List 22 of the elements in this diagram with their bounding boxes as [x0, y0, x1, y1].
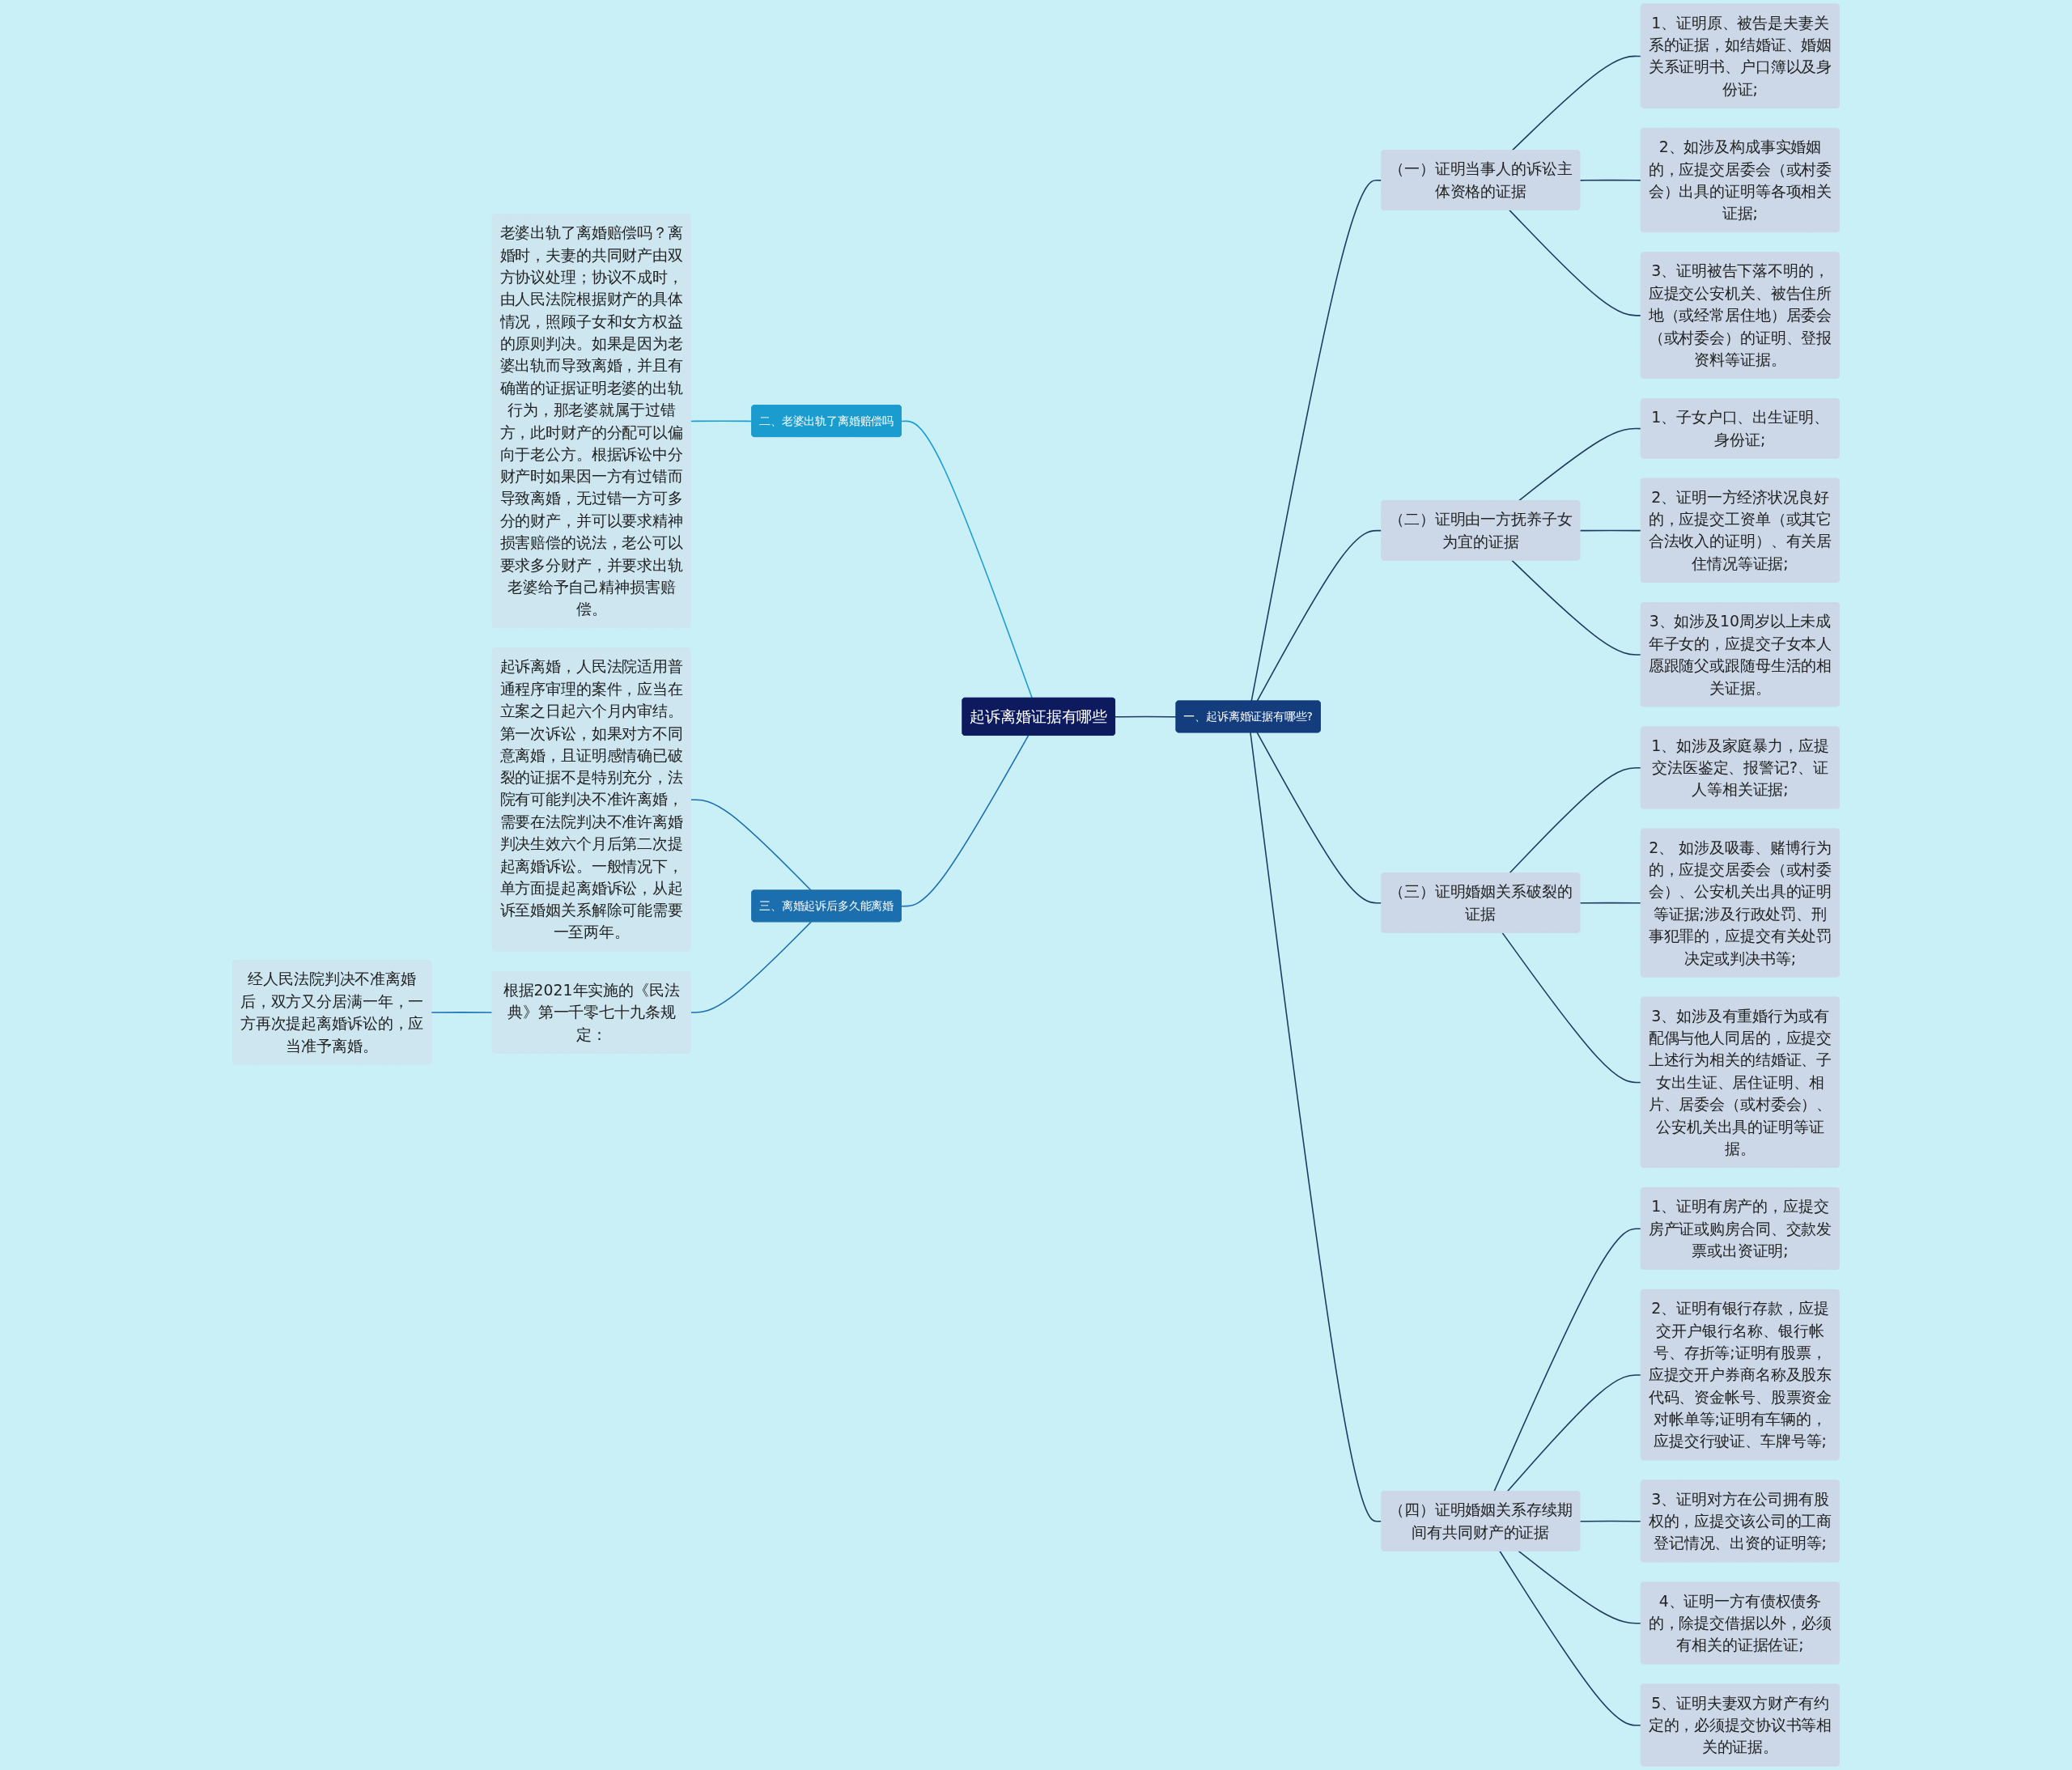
connector	[1518, 1550, 1642, 1624]
connector	[1506, 1374, 1642, 1492]
connector	[690, 921, 812, 1013]
connector	[1579, 529, 1642, 532]
connector	[1518, 427, 1642, 502]
connector	[1579, 179, 1642, 181]
connector	[901, 735, 1030, 907]
connector	[1499, 1550, 1642, 1726]
connector	[1509, 209, 1642, 316]
connector	[431, 1012, 494, 1013]
connector	[1250, 732, 1382, 1522]
connector	[1579, 1520, 1642, 1522]
connector	[1256, 732, 1382, 904]
connector	[1579, 902, 1642, 904]
connector	[1501, 932, 1642, 1084]
connector	[1511, 559, 1642, 656]
connector	[901, 420, 1033, 699]
connector	[1509, 766, 1642, 874]
connector	[1511, 55, 1642, 151]
connector	[690, 420, 753, 422]
connector	[690, 799, 812, 891]
connector	[1493, 1228, 1642, 1492]
